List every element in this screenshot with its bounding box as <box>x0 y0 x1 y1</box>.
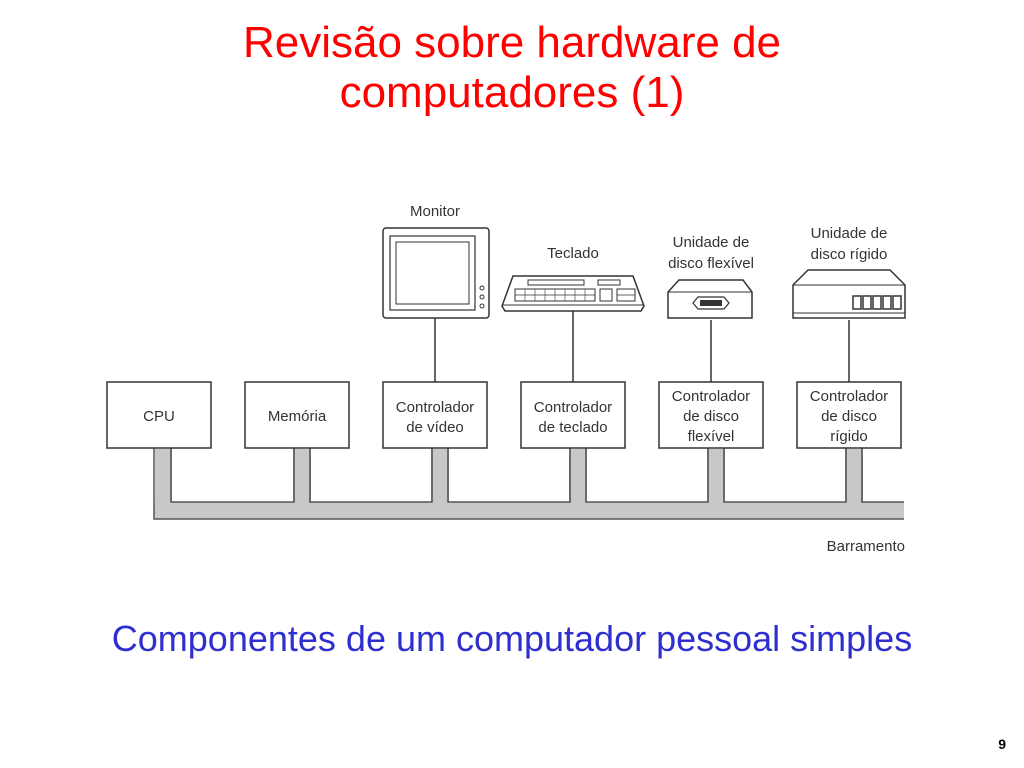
video-controller-box: Controlador de vídeo <box>382 381 488 449</box>
slide-caption: Componentes de um computador pessoal sim… <box>111 618 913 659</box>
monitor-label: Monitor <box>410 203 460 220</box>
cpu-label: CPU <box>143 408 175 425</box>
floppy-controller-line-1: Controlador <box>672 388 750 405</box>
slide-title: Revisão sobre hardware de computadores (… <box>0 18 1024 118</box>
video-controller-line-2: de vídeo <box>406 419 464 436</box>
system-bus <box>153 448 904 520</box>
hard-disk-icon <box>792 269 906 319</box>
keyboard-controller-box: Controlador de teclado <box>520 381 626 449</box>
floppy-controller-box: Controlador de disco flexível <box>658 381 764 449</box>
hard-disk-label-line-2: disco rígido <box>811 246 888 263</box>
hard-disk-controller-line-1: Controlador <box>810 388 888 405</box>
floppy-controller-line-2: de disco <box>683 408 739 425</box>
hardware-diagram: Barramento CPU Memória Controlador de ví… <box>106 203 906 555</box>
memoria-box: Memória <box>244 381 350 449</box>
bus-label: Barramento <box>827 538 905 555</box>
keyboard-controller-line-1: Controlador <box>534 399 612 416</box>
keyboard-label: Teclado <box>547 245 599 262</box>
video-controller-line-1: Controlador <box>396 399 474 416</box>
monitor-icon <box>382 227 490 319</box>
floppy-label-line-1: Unidade de <box>673 234 750 251</box>
hard-disk-controller-box: Controlador de disco rígido <box>796 381 902 449</box>
floppy-label-line-2: disco flexível <box>668 255 754 272</box>
memoria-label: Memória <box>268 408 327 425</box>
hard-disk-controller-line-2: de disco <box>821 408 877 425</box>
slide-title-line-2: computadores (1) <box>339 68 685 117</box>
hard-disk-controller-line-3: rígido <box>830 428 868 445</box>
keyboard-controller-line-2: de teclado <box>538 419 607 436</box>
floppy-drive-icon <box>667 279 753 319</box>
cpu-box: CPU <box>106 381 212 449</box>
device-cables <box>434 311 850 382</box>
keyboard-icon <box>501 275 645 312</box>
floppy-controller-line-3: flexível <box>688 428 735 445</box>
slide-title-line-1: Revisão sobre hardware de <box>242 18 782 67</box>
page-number: 9 <box>998 736 1006 752</box>
hard-disk-label-line-1: Unidade de <box>811 225 888 242</box>
